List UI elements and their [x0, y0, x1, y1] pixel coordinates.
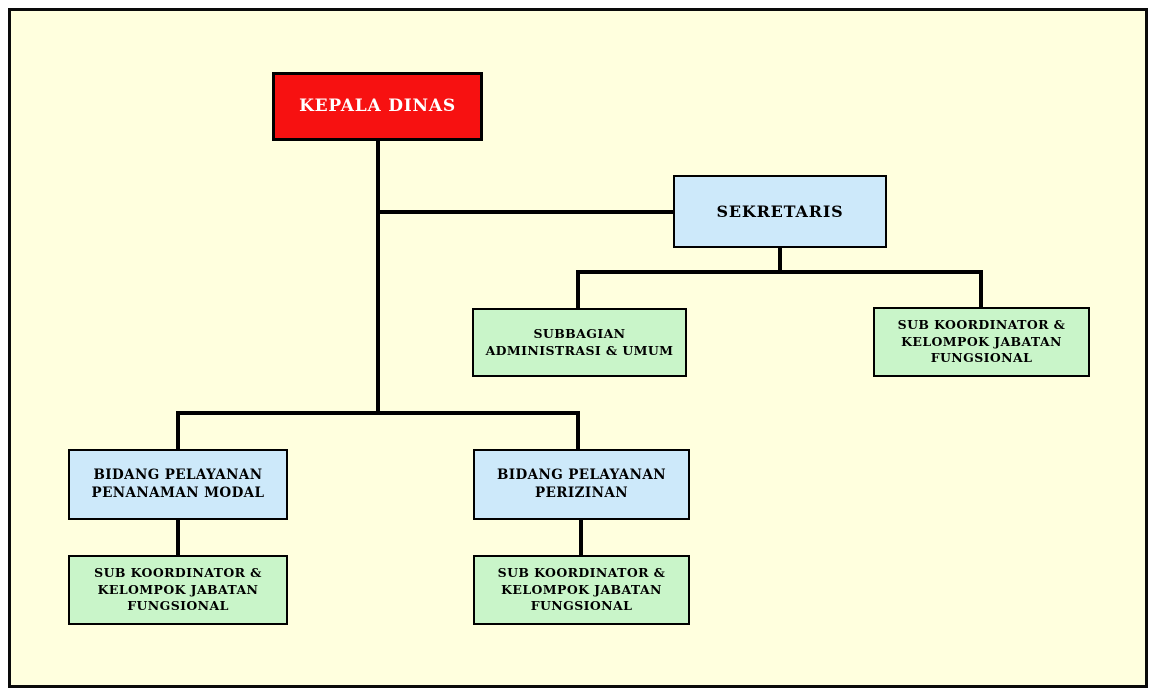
edge-drop-bidang-perizinan	[576, 411, 580, 449]
org-node-sub-koordinator-penanaman-modal: SUB KOORDINATOR & KELOMPOK JABATAN FUNGS…	[68, 555, 288, 625]
edge-bidang-perizinan-down	[579, 518, 583, 555]
edge-bidang-children-horizontal	[176, 411, 580, 415]
org-node-label: SUB KOORDINATOR &	[94, 565, 262, 581]
edge-drop-sub-koordinator-sekretariat	[979, 270, 983, 307]
org-node-label: FUNGSIONAL	[530, 598, 633, 614]
org-node-label: KEPALA DINAS	[299, 96, 456, 117]
org-node-sekretaris: SEKRETARIS	[673, 175, 887, 248]
org-node-label: ADMINISTRASI & UMUM	[485, 342, 674, 358]
org-node-label: BIDANG PELAYANAN	[496, 466, 666, 483]
org-node-bidang-pelayanan-perizinan: BIDANG PELAYANAN PERIZINAN	[473, 449, 690, 520]
org-node-bidang-pelayanan-penanaman-modal: BIDANG PELAYANAN PENANAMAN MODAL	[68, 449, 288, 520]
org-node-label: BIDANG PELAYANAN	[93, 466, 263, 483]
org-node-label: SEKRETARIS	[716, 201, 844, 221]
org-node-sub-koordinator-sekretariat: SUB KOORDINATOR & KELOMPOK JABATAN FUNGS…	[873, 307, 1090, 377]
org-node-kepala-dinas: KEPALA DINAS	[272, 72, 483, 141]
org-node-label: KELOMPOK JABATAN	[901, 333, 1062, 349]
org-node-subbagian-administrasi-umum: SUBBAGIAN ADMINISTRASI & UMUM	[472, 308, 687, 377]
edge-drop-bidang-penanaman-modal	[176, 411, 180, 449]
edge-drop-subbagian	[576, 270, 580, 308]
edge-kepala-main-vertical	[376, 141, 380, 415]
org-node-label: KELOMPOK JABATAN	[97, 581, 259, 597]
org-node-label: SUBBAGIAN	[533, 326, 626, 341]
org-node-label: PENANAMAN MODAL	[91, 484, 265, 501]
org-node-label: KELOMPOK JABATAN	[501, 581, 662, 597]
edge-kepala-sekretaris-horizontal	[376, 210, 673, 214]
org-node-label: PERIZINAN	[535, 484, 628, 501]
org-node-label: SUB KOORDINATOR &	[897, 317, 1066, 333]
edge-sekretaris-down	[778, 248, 782, 272]
org-node-label: SUB KOORDINATOR &	[497, 565, 666, 581]
edge-bidang-modal-down	[176, 518, 180, 555]
org-node-label: FUNGSIONAL	[127, 598, 229, 614]
org-node-label: FUNGSIONAL	[930, 350, 1033, 366]
edge-sekretaris-children-horizontal	[576, 270, 983, 274]
org-node-sub-koordinator-perizinan: SUB KOORDINATOR & KELOMPOK JABATAN FUNGS…	[473, 555, 690, 625]
